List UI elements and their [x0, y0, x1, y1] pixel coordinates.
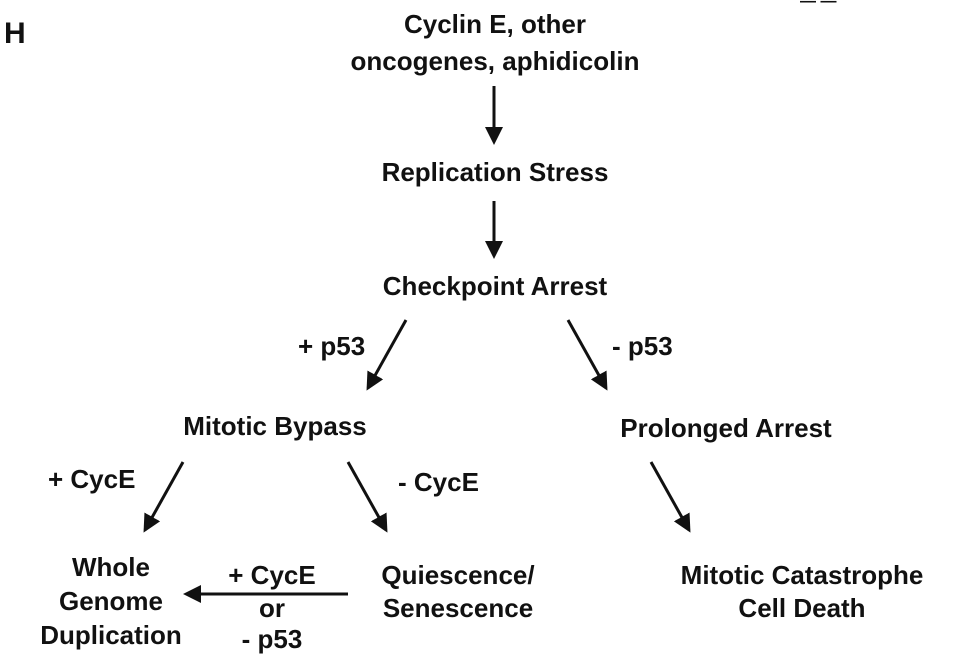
- node-whole-genome-duplication-line-2: Genome: [59, 586, 163, 616]
- node-trigger-line-1: Cyclin E, other: [404, 9, 586, 39]
- arrow-bypass-to-whole-genome-duplication: [143, 461, 185, 533]
- edge-label-minus-p53: - p53: [612, 331, 673, 361]
- node-quiescence-line-1: Quiescence/: [381, 560, 534, 590]
- edge-label-plus-cyce: + CycE: [48, 464, 135, 494]
- node-trigger: Cyclin E, other oncogenes, aphidicolin: [351, 9, 640, 76]
- edge-label-or-line-2: or: [259, 593, 285, 623]
- node-quiescence-senescence: Quiescence/ Senescence: [381, 560, 534, 623]
- node-checkpoint-arrest: Checkpoint Arrest: [383, 271, 608, 301]
- panel-label: H: [4, 17, 26, 50]
- arrow-prolonged-arrest-to-catastrophe: [649, 461, 691, 533]
- node-whole-genome-duplication-line-1: Whole: [72, 552, 150, 582]
- node-mitotic-bypass: Mitotic Bypass: [183, 411, 367, 441]
- arrow-checkpoint-to-prolonged-arrest: [566, 319, 608, 391]
- node-prolonged-arrest: Prolonged Arrest: [620, 413, 832, 443]
- node-mitotic-catastrophe: Mitotic Catastrophe Cell Death: [681, 560, 924, 623]
- node-mitotic-catastrophe-line-2: Cell Death: [738, 593, 865, 623]
- edge-label-or-line-1: + CycE: [228, 560, 315, 590]
- edge-label-or-condition: + CycE or - p53: [228, 560, 315, 654]
- corner-text: — —: [800, 0, 836, 10]
- edge-label-minus-cyce: - CycE: [398, 467, 479, 497]
- edge-label-plus-p53: + p53: [298, 331, 365, 361]
- node-trigger-line-2: oncogenes, aphidicolin: [351, 46, 640, 76]
- node-whole-genome-duplication-line-3: Duplication: [40, 620, 182, 650]
- node-quiescence-line-2: Senescence: [383, 593, 533, 623]
- node-mitotic-catastrophe-line-1: Mitotic Catastrophe: [681, 560, 924, 590]
- node-replication-stress: Replication Stress: [382, 157, 609, 187]
- arrow-bypass-to-quiescence: [346, 461, 388, 533]
- node-whole-genome-duplication: Whole Genome Duplication: [40, 552, 182, 650]
- arrow-checkpoint-to-mitotic-bypass: [366, 319, 408, 391]
- edge-label-or-line-3: - p53: [242, 624, 303, 654]
